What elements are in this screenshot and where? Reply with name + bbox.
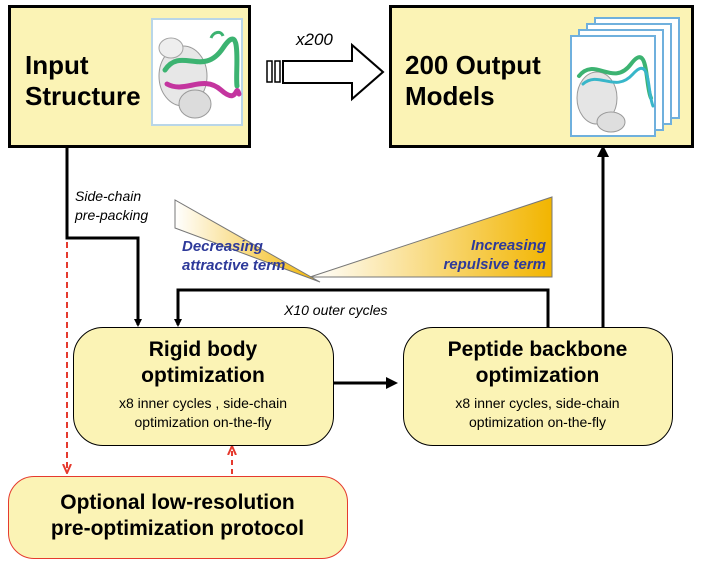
input-structure-box: Input Structure: [8, 5, 251, 148]
attractive-term-wedge: [174, 199, 321, 283]
input-structure-image: [151, 18, 243, 126]
output-models-box: 200 Output Models: [389, 5, 694, 148]
peptide-backbone-box: Peptide backbone optimization x8 inner c…: [403, 327, 673, 446]
outer-cycle-loop: [174, 288, 550, 327]
repeat-200-arrow: [266, 42, 385, 102]
low-resolution-box: Optional low-resolution pre-optimization…: [8, 476, 348, 559]
low-resolution-title: Optional low-resolution pre-optimization…: [50, 491, 305, 540]
repulsive-term-wedge: [309, 196, 553, 278]
outer-cycles-label: X10 outer cycles: [284, 302, 388, 318]
rigid-body-details: x8 inner cycles , side-chain optimizatio…: [118, 395, 288, 430]
prepacking-label: Side-chain pre-packing: [75, 188, 149, 223]
input-structure-title: Input Structure: [25, 50, 141, 111]
decreasing-attractive-label: Decreasing attractive term: [182, 238, 286, 274]
rigid-body-box: Rigid body optimization x8 inner cycles …: [73, 327, 334, 446]
increasing-repulsive-label: Increasing repulsive term: [443, 237, 546, 273]
repeat-count-label: x200: [296, 30, 333, 49]
rigid-body-title: Rigid body optimization: [141, 338, 265, 387]
prepacking-arrow: [65, 146, 142, 327]
peptide-backbone-title: Peptide backbone optimization: [447, 338, 628, 387]
peptide-backbone-details: x8 inner cycles, side-chain optimization…: [455, 395, 620, 430]
output-models-title: 200 Output Models: [405, 50, 541, 111]
output-models-image: [570, 17, 680, 137]
